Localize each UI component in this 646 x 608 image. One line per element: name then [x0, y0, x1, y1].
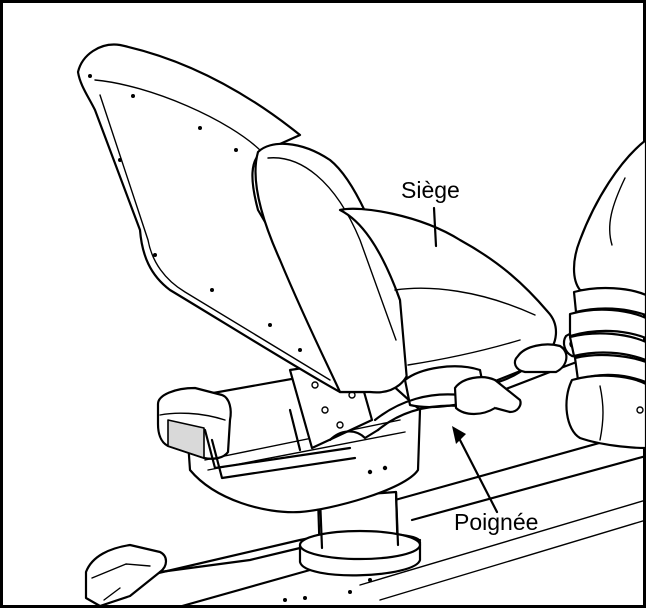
seat-leader-line	[432, 206, 438, 248]
handle-leader-line	[458, 438, 499, 514]
front-stabilizer	[84, 543, 302, 608]
handle	[373, 331, 594, 432]
bracket-rods	[203, 408, 357, 480]
console-upright	[565, 138, 646, 450]
seat-post	[298, 490, 422, 577]
carriage-end-cap	[156, 386, 232, 460]
seat-back	[76, 43, 367, 394]
handle-label: Poignée	[454, 509, 538, 535]
backrest-cushion	[254, 142, 412, 394]
handle-leader-arrow	[452, 426, 466, 444]
seat-label: Siège	[401, 177, 460, 203]
